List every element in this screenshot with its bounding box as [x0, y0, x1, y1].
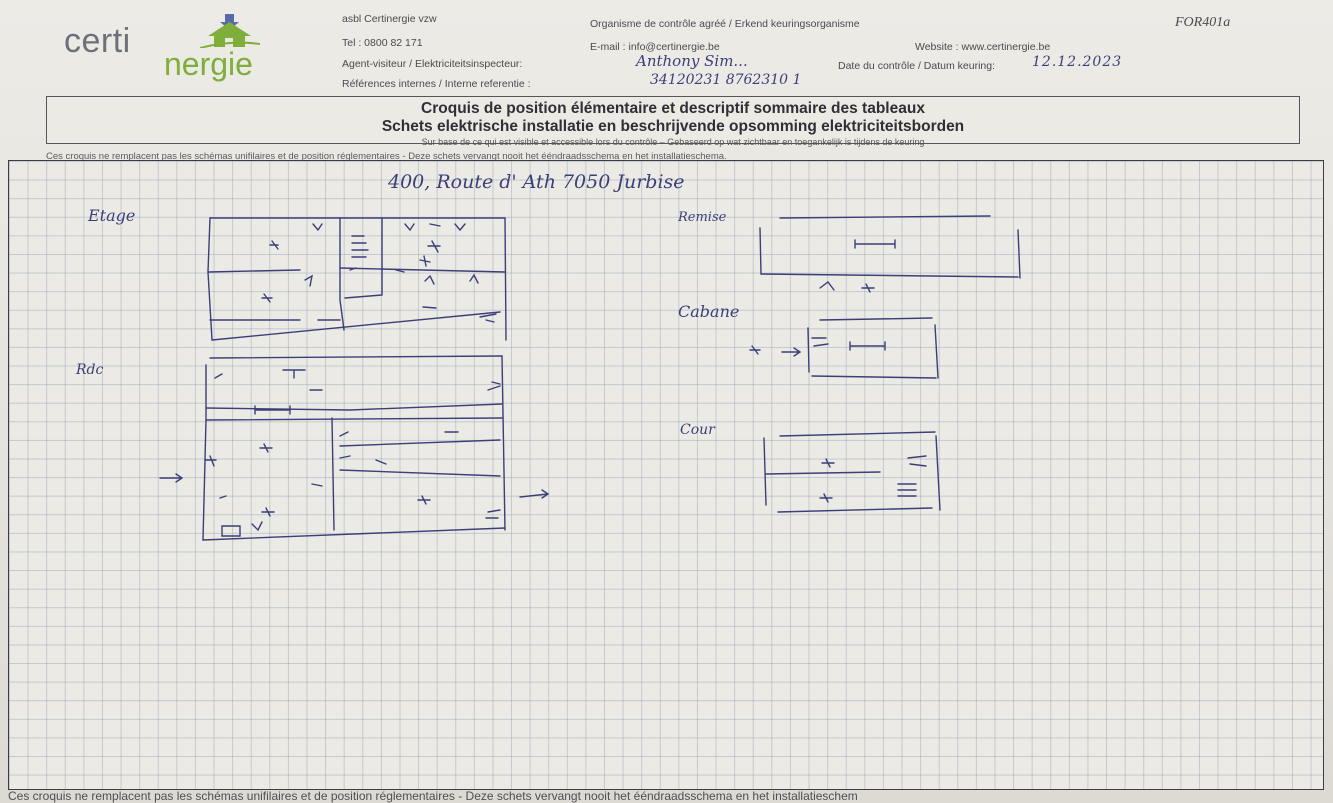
approved-body: Organisme de contrôle agréé / Erkend keu…: [590, 18, 860, 30]
label-cabane: Cabane: [678, 302, 740, 321]
label-rdc: Rdc: [76, 362, 104, 378]
date-label: Date du contrôle / Datum keuring:: [838, 60, 995, 72]
label-remise: Remise: [678, 210, 727, 225]
date-value: 12.12.2023: [1032, 54, 1123, 70]
title-line-nl: Schets elektrische installatie en beschr…: [381, 118, 965, 135]
inspector-value: Anthony Sim...: [636, 52, 748, 70]
label-etage: Etage: [88, 206, 136, 225]
notice-top: Ces croquis ne remplacent pas les schéma…: [46, 151, 727, 162]
org-name: asbl Certinergie vzw: [342, 13, 437, 25]
sketch-grid: [8, 160, 1324, 790]
certinergie-logo: certi nergie: [60, 14, 322, 82]
notice-bottom: Ces croquis ne remplacent pas les schéma…: [8, 789, 858, 803]
sketch-address: 400, Route d' Ath 7050 Jurbise: [388, 171, 685, 193]
house-icon: [200, 14, 260, 48]
floorplan-cour: [763, 431, 941, 513]
ref-value: 34120231 8762310 1: [650, 72, 802, 88]
logo-text-nergie: nergie: [164, 46, 253, 82]
ref-label: Références internes / Interne referentie…: [342, 78, 531, 90]
title-box: Croquis de position élémentaire et descr…: [46, 96, 1300, 147]
floorplan-remise: [759, 215, 1021, 293]
inspector-label: Agent-visiteur / Elektriciteitsinspecteu…: [342, 58, 523, 70]
logo-text-certi: certi: [64, 22, 131, 60]
email: E-mail : info@certinergie.be: [590, 41, 720, 53]
title-line-fr: Croquis de position élémentaire et descr…: [421, 100, 925, 117]
floorplan-cabane: [749, 317, 939, 379]
form-code: FOR401a: [1175, 15, 1231, 30]
label-cour: Cour: [680, 422, 715, 438]
website: Website : www.certinergie.be: [915, 41, 1051, 53]
floorplan-rdc: [159, 355, 550, 541]
tel: Tel : 0800 82 171: [342, 37, 423, 49]
floorplan-etage: [207, 217, 507, 341]
title-subline: Sur base de ce qui est visible et access…: [421, 137, 925, 147]
